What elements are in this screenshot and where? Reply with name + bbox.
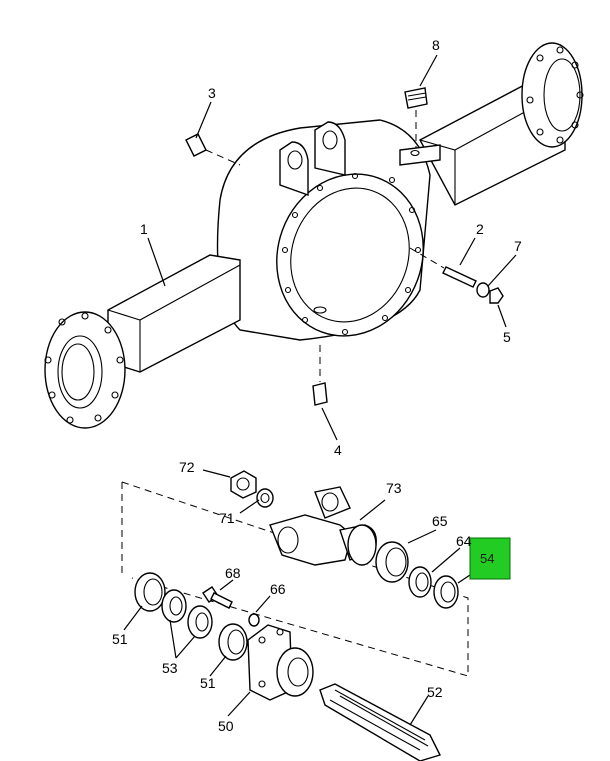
callout-7: 7 xyxy=(514,238,522,254)
callout-54: 54 xyxy=(480,551,494,566)
yoke-nut[interactable] xyxy=(230,470,257,499)
bearing-ring[interactable] xyxy=(408,566,432,598)
callout-68: 68 xyxy=(225,565,241,581)
bearing-cup-left[interactable] xyxy=(134,572,166,612)
stud[interactable] xyxy=(409,247,477,288)
lock-washer[interactable] xyxy=(476,282,490,298)
callout-51-left: 51 xyxy=(112,631,128,647)
callout-71: 71 xyxy=(219,510,235,526)
callout-52: 52 xyxy=(427,684,443,700)
bearing-cone-b[interactable] xyxy=(187,605,213,639)
callout-4: 4 xyxy=(334,442,342,458)
drive-pinion[interactable] xyxy=(319,683,441,761)
callout-50: 50 xyxy=(218,718,234,734)
bearing-cage[interactable] xyxy=(247,624,314,701)
bearing-cone-a[interactable] xyxy=(161,589,187,623)
breather-fitting[interactable] xyxy=(404,87,428,148)
callout-53: 53 xyxy=(162,660,178,676)
end-yoke[interactable] xyxy=(269,486,377,566)
nut[interactable] xyxy=(489,287,504,304)
leader-lines xyxy=(123,54,517,726)
snap-ring[interactable] xyxy=(433,575,459,609)
axle-housing[interactable] xyxy=(44,42,584,429)
callout-1: 1 xyxy=(140,221,148,237)
callout-51-right: 51 xyxy=(200,675,216,691)
cage-washer[interactable] xyxy=(248,613,260,627)
highlight-box[interactable] xyxy=(469,537,511,580)
callout-72: 72 xyxy=(179,459,195,475)
drain-plug[interactable] xyxy=(185,133,241,166)
fill-plug[interactable] xyxy=(312,345,328,406)
callout-5: 5 xyxy=(503,329,511,345)
callout-64: 64 xyxy=(456,533,472,549)
yoke-washer[interactable] xyxy=(256,488,274,508)
callout-labels: 1 2 3 4 5 7 8 72 71 73 65 64 54 68 66 51… xyxy=(112,37,522,734)
bearing-cup-right[interactable] xyxy=(218,623,248,661)
oil-seal[interactable] xyxy=(375,541,409,583)
callout-73: 73 xyxy=(386,480,402,496)
callout-66: 66 xyxy=(270,581,286,597)
cage-bolt[interactable] xyxy=(202,586,233,609)
callout-8: 8 xyxy=(432,37,440,53)
callout-3: 3 xyxy=(208,85,216,101)
callout-65: 65 xyxy=(432,513,448,529)
callout-2: 2 xyxy=(476,221,484,237)
